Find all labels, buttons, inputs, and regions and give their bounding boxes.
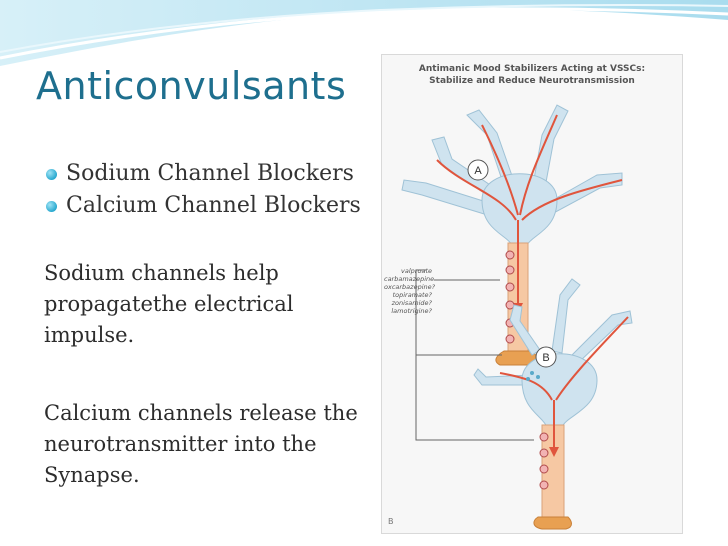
figure-corner-label: B bbox=[388, 517, 394, 526]
bullet-text: Sodium Channel Blockers bbox=[66, 161, 354, 186]
neuron-diagram: Antimanic Mood Stabilizers Acting at VSS… bbox=[381, 54, 683, 534]
bullet-item: Sodium Channel Blockers bbox=[46, 158, 361, 190]
neuron-a-soma bbox=[481, 173, 558, 246]
neuron-illustration: A B bbox=[401, 104, 633, 530]
neuron-a-label: A bbox=[474, 165, 482, 177]
bullet-item: Calcium Channel Blockers bbox=[46, 190, 361, 222]
neuron-b-soma bbox=[521, 353, 598, 428]
figure-title: Antimanic Mood Stabilizers Acting at VSS… bbox=[418, 64, 646, 74]
drug-label: lamotrigine? bbox=[391, 307, 432, 315]
bullet-dot-icon bbox=[46, 169, 57, 180]
sodium-paragraph: Sodium channels help propagatethe electr… bbox=[44, 261, 294, 347]
calcium-paragraph: Calcium channels release the neurotransm… bbox=[44, 401, 358, 487]
bullet-list: Sodium Channel Blockers Calcium Channel … bbox=[46, 158, 361, 222]
slide-title: Anticonvulsants bbox=[36, 64, 347, 108]
neuron-b-label: B bbox=[542, 352, 549, 364]
drug-label: valproate bbox=[401, 267, 432, 275]
drug-label: zonisamide? bbox=[391, 299, 432, 307]
drug-label: carbamazepine bbox=[384, 275, 435, 283]
bullet-text: Calcium Channel Blockers bbox=[66, 193, 361, 218]
bullet-dot-icon bbox=[46, 201, 57, 212]
drug-label: topiramate? bbox=[392, 291, 432, 299]
header-wave bbox=[0, 0, 728, 66]
drug-label: oxcarbazepine? bbox=[384, 283, 436, 291]
figure-subtitle: Stabilize and Reduce Neurotransmission bbox=[429, 76, 635, 86]
